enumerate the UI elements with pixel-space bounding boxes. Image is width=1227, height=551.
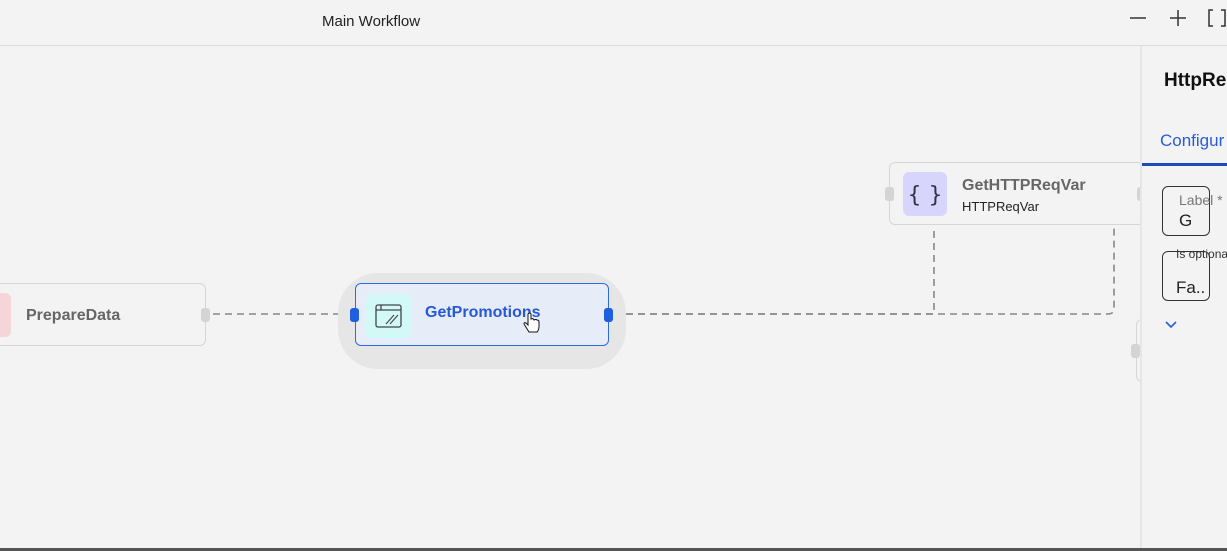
- edge-promotions-next: [614, 226, 1115, 315]
- browser-window-icon: [375, 304, 402, 328]
- active-tab-indicator: [1142, 163, 1227, 166]
- svg-text:{ }: { }: [908, 183, 943, 208]
- bottom-border: [0, 548, 1227, 551]
- node-get-http-req-var[interactable]: { } GetHTTPReqVar HTTPReqVar: [885, 162, 1146, 225]
- field-label: Is optional: [1176, 247, 1227, 261]
- prepare-icon-box: [0, 293, 11, 337]
- promotions-icon-box: [366, 294, 411, 339]
- httpvar-icon-box: { }: [903, 172, 947, 216]
- hand-cursor-icon: [523, 312, 540, 333]
- input-port[interactable]: [885, 187, 894, 201]
- properties-panel: HttpRe Configur Label * G Is optional Fa…: [1140, 46, 1227, 548]
- fit-view-button[interactable]: [1207, 8, 1227, 34]
- field-label: Label *: [1179, 192, 1223, 208]
- edge-promotions-httpvar: [614, 226, 935, 315]
- curly-braces-icon: { }: [908, 183, 943, 208]
- field-value: Fa..: [1176, 278, 1206, 297]
- is-optional-field[interactable]: Is optional Fa..: [1162, 247, 1227, 301]
- zoom-in-button[interactable]: [1168, 8, 1188, 34]
- workflow-canvas[interactable]: PrepareData GetPromotions { } GetHTTPReq…: [0, 46, 1156, 549]
- node-label: PrepareData: [26, 307, 121, 324]
- input-port[interactable]: [1131, 344, 1140, 358]
- label-field[interactable]: Label * G: [1162, 186, 1223, 236]
- node-sublabel: HTTPReqVar: [962, 199, 1040, 214]
- input-port[interactable]: [350, 308, 359, 322]
- node-get-promotions[interactable]: GetPromotions: [350, 283, 613, 346]
- output-port[interactable]: [201, 308, 210, 322]
- node-prepare-data[interactable]: PrepareData: [0, 283, 210, 346]
- chevron-down-icon[interactable]: [1165, 321, 1177, 329]
- output-port[interactable]: [604, 308, 613, 322]
- field-value: G: [1179, 211, 1193, 230]
- brackets-icon: [1208, 9, 1226, 27]
- node-label: GetPromotions: [425, 304, 541, 321]
- panel-title: HttpRe: [1164, 70, 1227, 91]
- tab-configuration[interactable]: Configur: [1160, 131, 1225, 150]
- plus-icon: [1170, 10, 1186, 26]
- workflow-title: Main Workflow: [322, 13, 421, 30]
- title-bar: Main Workflow: [0, 0, 1227, 46]
- node-label: GetHTTPReqVar: [962, 177, 1086, 194]
- zoom-out-button[interactable]: [1128, 8, 1148, 34]
